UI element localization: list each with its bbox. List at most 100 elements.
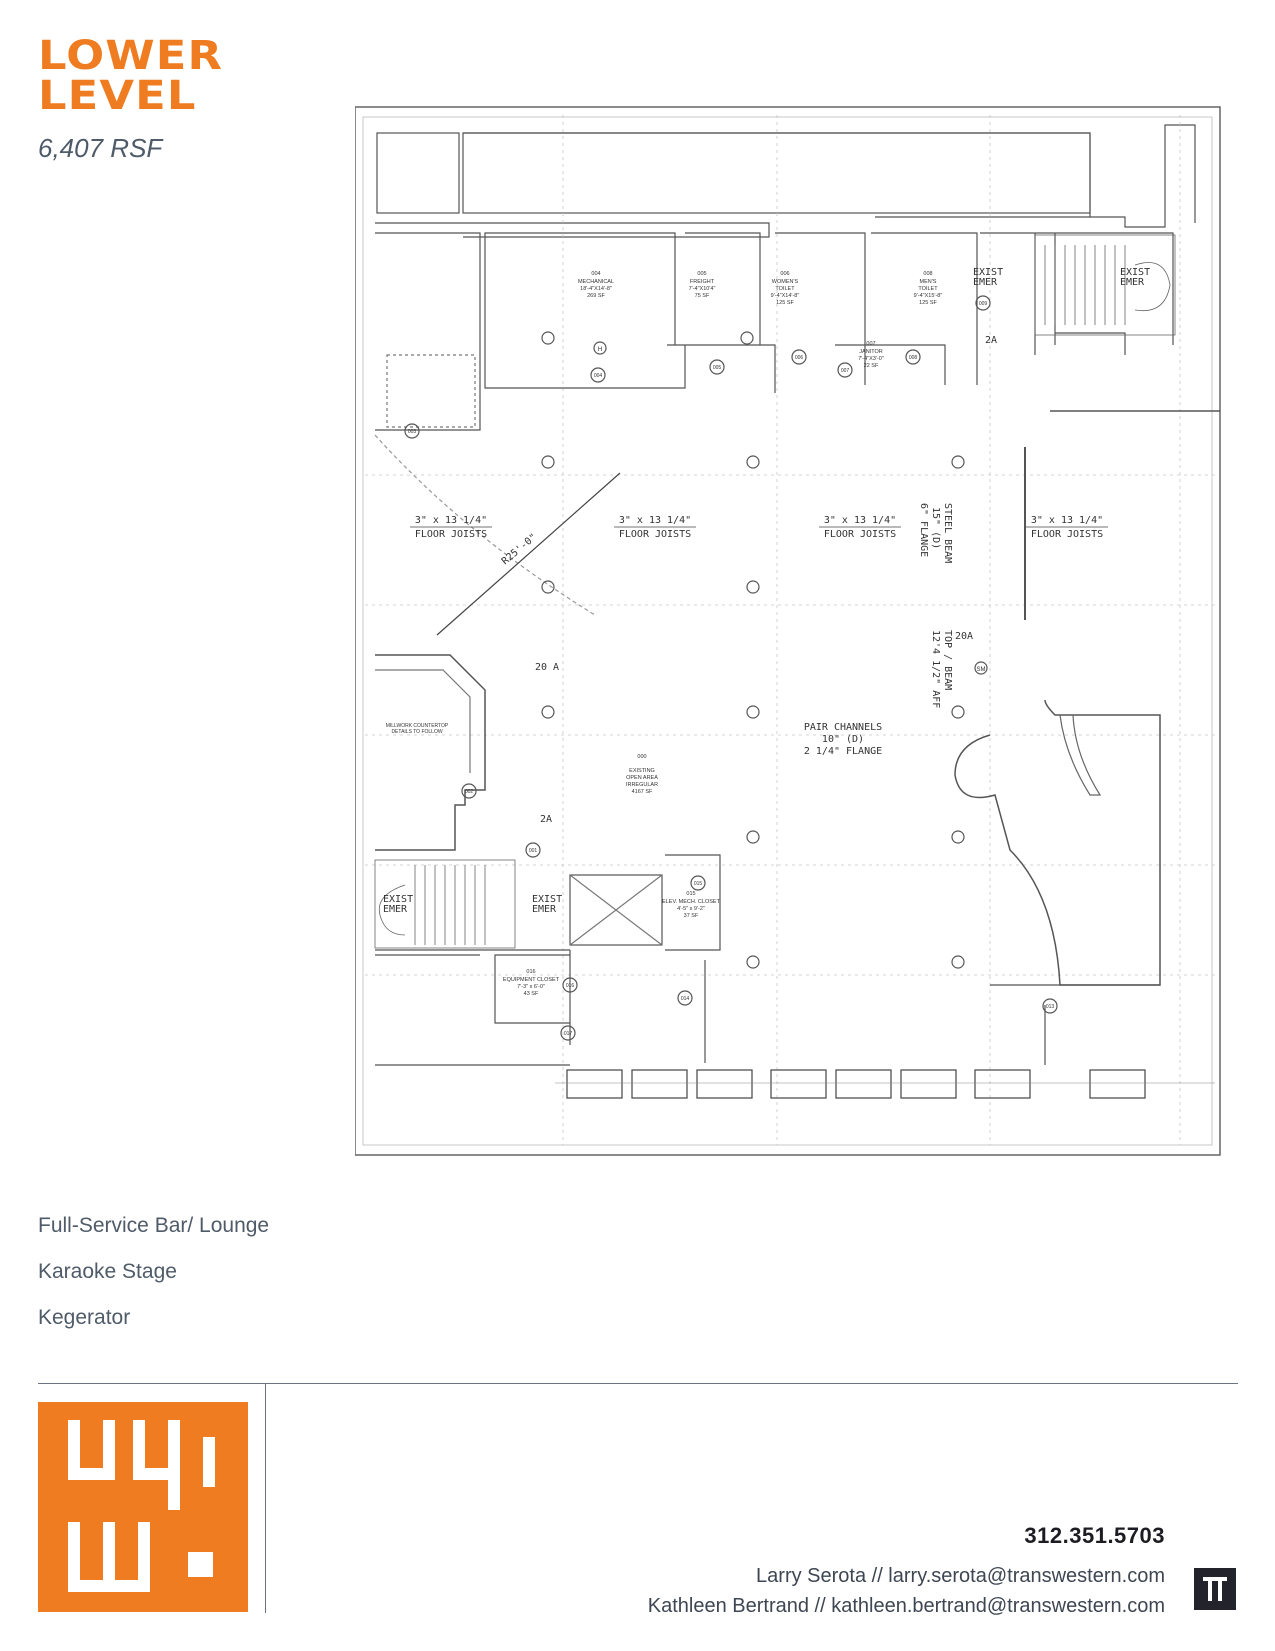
door-002: 002 [465,789,474,795]
room-008-name: MEN'S [920,279,937,285]
contact-larry[interactable]: Larry Serota // larry.serota@transwester… [756,1565,1165,1587]
joist-label-2: FLOOR JOISTS [619,529,691,540]
feature-list: Full-Service Bar/ Lounge Karaoke Stage K… [38,1212,298,1350]
room-015-size: 4'-5" x 9'-2" [677,906,705,912]
room-007-number: 007 [866,341,875,347]
door-009: 009 [979,301,988,307]
feature-karaoke: Karaoke Stage [38,1260,177,1283]
page-title: LOWER LEVEL [38,36,223,116]
room-015-number: 015 [686,891,695,897]
joist-label-1: FLOOR JOISTS [415,529,487,540]
structural-columns [541,331,965,969]
room-006-type: TOILET [775,286,795,292]
door-004: 004 [594,373,603,379]
sm-tag-icon [974,661,988,675]
plan-inner-wall [362,116,1213,1146]
room-006-number: 006 [780,271,789,277]
room-000-number: 000 [637,754,646,760]
door-015: 015 [694,881,703,887]
title-line-2: LEVEL [38,73,197,119]
top-left-block [376,132,460,214]
exist-emer-top-1: EXIST [973,267,1003,278]
contact-kathleen[interactable]: Kathleen Bertrand // kathleen.bertrand@t… [647,1595,1165,1617]
room-015-area: 37 SF [684,913,699,919]
joist-label-4: FLOOR JOISTS [1031,529,1103,540]
room-005-name: FREIGHT [690,279,715,285]
room-004-area: 269 SF [587,293,605,299]
room-004-name: MECHANICAL [578,279,614,285]
top-corridor-wall [375,216,1090,238]
window-bays [555,1069,1215,1099]
steel-beam-label: STEEL BEAM [942,503,953,563]
door-016: 016 [566,983,575,989]
door-006: 006 [795,355,804,361]
column-grid [365,115,1215,1145]
door-017: 017 [564,1031,573,1037]
h-tag-icon [593,341,607,355]
stage-curve [954,699,1161,986]
top-strip-inner [462,132,1091,214]
area-label: 6,407 RSF [38,133,163,163]
door-005: 005 [713,365,722,371]
channels-depth: 10" (D) [822,734,864,745]
joist-size-2: 3" x 13 1/4" [619,515,691,526]
dashed-room-003 [386,354,476,428]
building-logo-icon [38,1402,248,1612]
room-015-name: ELEV. MECH. CLOSET [662,899,721,905]
door-003: 003 [408,429,417,435]
footer-vertical-divider [265,1383,266,1613]
top-beam-height: 12'4 1/2" AFF [930,630,941,708]
room-008-size: 9'-4"X15'-8" [914,293,943,299]
joist-size-3: 3" x 13 1/4" [824,515,896,526]
room-005-number: 005 [697,271,706,277]
door-014: 014 [681,996,690,1002]
footer-divider [38,1383,1238,1384]
room-007-area: 22 SF [864,363,879,369]
exist-emer-left-1: EXIST [383,894,413,905]
radius-arc [374,434,596,616]
h-tag: H [598,347,602,353]
room-000-existing: EXISTING [629,768,655,774]
top-strip [463,124,1196,228]
door-007: 007 [841,368,850,374]
title-line-1: LOWER [38,33,224,79]
millwork-label-2: DETAILS TO FOLLOW [391,729,442,735]
radius-line [436,472,621,636]
room-006-size: 9'-4"X14'-8" [771,293,800,299]
room-000-area: 4167 SF [632,789,653,795]
stair-top-right [1034,234,1176,336]
elevator-x2 [569,874,663,946]
bar-counter [375,654,486,851]
upper-rooms [375,232,1174,431]
exist-emer-stair-2: EMER [1120,277,1145,288]
exist-emer-mid-2: EMER [532,904,557,915]
top-beam-label: TOP / BEAM [942,630,953,690]
tag-20a-right: 20A [955,631,973,642]
steel-beam-flange: 6" FLANGE [918,503,929,557]
feature-bar-lounge: Full-Service Bar/ Lounge [38,1214,270,1237]
bar-counter-inner [375,669,471,773]
room-008-area: 125 SF [919,300,937,306]
plan-outer-wall [355,106,1221,1156]
room-005-size: 7'-4"X10'4" [689,286,716,292]
room-016-name: EQUIPMENT CLOSET [503,977,560,983]
floor-plan: 004 MECHANICAL 18'-4"X14'-8" 269 SF 005 … [355,106,1221,1156]
tag-2a-right: 2A [985,335,997,346]
room-016-number: 016 [526,969,535,975]
room-007-name: JANITOR [859,349,882,355]
room-016-area: 43 SF [524,991,539,997]
contact-phone[interactable]: 312.351.5703 [1024,1523,1165,1548]
millwork-label-1: MILLWORK COUNTERTOP [386,723,449,729]
tag-20a-left: 20 A [535,662,559,673]
channels-flange: 2 1/4" FLANGE [804,746,882,757]
room-004-size: 18'-4"X14'-8" [580,286,612,292]
room-000-name: OPEN AREA [626,775,658,781]
exist-emer-mid-1: EXIST [532,894,562,905]
door-tags [404,295,1058,1041]
room-008-type: TOILET [918,286,938,292]
joist-size-4: 3" x 13 1/4" [1031,515,1103,526]
door-008: 008 [909,355,918,361]
room-008-number: 008 [923,271,932,277]
room-004-number: 004 [591,271,600,277]
tag-2a-left: 2A [540,814,552,825]
